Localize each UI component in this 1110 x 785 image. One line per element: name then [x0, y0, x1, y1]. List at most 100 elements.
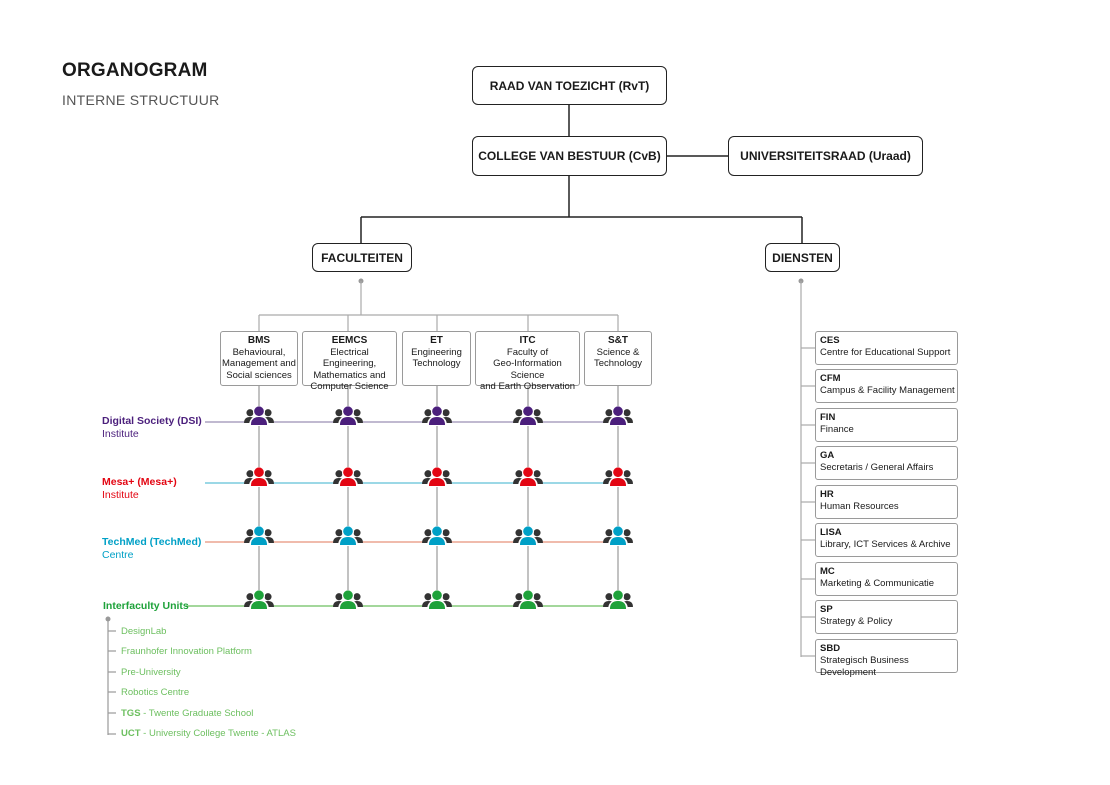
people-group-icon	[422, 406, 452, 426]
institute-name: Digital Society (DSI)	[102, 415, 202, 427]
people-group-icon	[603, 526, 633, 546]
service-code: GA	[820, 450, 835, 461]
cvb-label: COLLEGE VAN BESTUUR (CvB)	[478, 149, 661, 163]
page-title: ORGANOGRAM	[62, 60, 208, 81]
service-code: SBD	[820, 643, 841, 654]
cvb-box: COLLEGE VAN BESTUUR (CvB)	[472, 136, 667, 176]
people-group-icon	[244, 590, 274, 610]
faculty-line: Electrical Engineering,	[322, 346, 377, 370]
faculty-line: Management and	[222, 358, 296, 369]
people-group-icon	[333, 526, 363, 546]
service-ga: GA Secretaris / General Affairs	[815, 446, 958, 480]
faculty-line: Technology	[412, 358, 461, 369]
service-name: Strategy & Policy	[820, 616, 893, 627]
people-group-icon	[603, 590, 633, 610]
faculty-line: Social sciences	[226, 369, 292, 381]
service-name: Campus & Facility Management	[820, 385, 955, 396]
service-name: Marketing & Communicatie	[820, 578, 935, 589]
service-sp: SP Strategy & Policy	[815, 600, 958, 634]
ifu-item: UCT - University College Twente - ATLAS	[121, 728, 296, 739]
faculty-st: S&T Science & Technology	[584, 331, 652, 386]
institute-name: TechMed (TechMed)	[102, 536, 202, 548]
faculteiten-box: FACULTEITEN	[312, 243, 412, 272]
ifu-item: Fraunhofer Innovation Platform	[121, 646, 252, 657]
institute-name: Mesa+ (Mesa+)	[102, 476, 177, 488]
diensten-box: DIENSTEN	[765, 243, 840, 272]
people-group-icon	[333, 406, 363, 426]
faculty-line: Faculty of	[506, 346, 549, 358]
faculty-line: Engineering	[411, 346, 462, 358]
service-code: CES	[820, 335, 840, 346]
people-group-icon	[422, 467, 452, 487]
service-name: Strategisch Business Development	[820, 655, 909, 678]
faculty-line: Behavioural,	[232, 346, 286, 358]
faculty-bms: BMS Behavioural, Management and Social s…	[220, 331, 298, 386]
faculty-code: EEMCS	[331, 335, 368, 346]
service-name: Centre for Educational Support	[820, 347, 951, 358]
faculty-code: ITC	[519, 335, 536, 346]
service-code: SP	[820, 604, 833, 615]
service-name: Finance	[820, 424, 854, 435]
people-group-icon	[513, 467, 543, 487]
people-group-icon	[244, 467, 274, 487]
faculty-code: BMS	[247, 335, 271, 346]
service-mc: MC Marketing & Communicatie	[815, 562, 958, 596]
ifu-item: Pre-University	[121, 667, 181, 678]
people-group-icon	[244, 526, 274, 546]
faculty-line: Technology	[593, 358, 643, 369]
institute-techmed: TechMed (TechMed) Centre	[102, 536, 201, 562]
people-group-icon	[422, 526, 452, 546]
rvt-box: RAAD VAN TOEZICHT (RvT)	[472, 66, 667, 105]
people-group-icon	[333, 467, 363, 487]
diensten-label: DIENSTEN	[772, 250, 833, 265]
service-code: FIN	[820, 412, 836, 423]
faculty-line: Science &	[596, 346, 640, 358]
faculty-line: Geo-Information Science	[493, 358, 562, 381]
service-sbd: SBD Strategisch Business Development	[815, 639, 958, 678]
uraad-box: UNIVERSITEITSRAAD (Uraad)	[728, 136, 923, 176]
institute-mesa: Mesa+ (Mesa+) Institute	[102, 476, 177, 502]
ifu-item: DesignLab	[121, 626, 167, 637]
faculty-et: ET Engineering Technology	[402, 331, 471, 386]
faculty-line: and Earth Observation	[479, 381, 576, 392]
people-group-icon	[603, 406, 633, 426]
institute-dsi: Digital Society (DSI) Institute	[102, 415, 202, 441]
service-code: MC	[820, 566, 835, 577]
faculty-code: S&T	[608, 335, 628, 346]
institute-type: Institute	[102, 428, 139, 440]
page-subtitle: INTERNE STRUCTUUR	[62, 92, 220, 108]
faculty-eemcs: EEMCS Electrical Engineering, Mathematic…	[302, 331, 397, 392]
faculteiten-label: FACULTEITEN	[321, 250, 403, 265]
institute-type: Centre	[102, 549, 134, 561]
service-lisa: LISA Library, ICT Services & Archive	[815, 523, 958, 557]
people-group-icon	[513, 590, 543, 610]
service-code: CFM	[820, 373, 841, 384]
rvt-label: RAAD VAN TOEZICHT (RvT)	[489, 78, 650, 93]
service-ces: CES Centre for Educational Support	[815, 331, 958, 365]
faculty-itc: ITC Faculty of Geo-Information Science a…	[475, 331, 580, 392]
institute-name: Interfaculty Units	[103, 600, 189, 612]
interfaculty-units-label: Interfaculty Units	[103, 600, 189, 613]
faculty-line: Mathematics and	[313, 369, 386, 381]
faculty-line: Computer Science	[310, 381, 389, 392]
service-name: Human Resources	[820, 501, 899, 512]
people-group-icon	[513, 406, 543, 426]
service-name: Library, ICT Services & Archive	[820, 539, 951, 550]
faculty-code: ET	[430, 335, 443, 346]
people-group-icon	[244, 406, 274, 426]
service-cfm: CFM Campus & Facility Management	[815, 369, 958, 403]
people-group-icon	[513, 526, 543, 546]
people-group-icon	[422, 590, 452, 610]
service-code: LISA	[820, 527, 842, 538]
institute-type: Institute	[102, 489, 139, 501]
ifu-item: Robotics Centre	[121, 687, 190, 698]
uraad-label: UNIVERSITEITSRAAD (Uraad)	[740, 149, 911, 163]
people-group-icon	[333, 590, 363, 610]
people-group-icon	[603, 467, 633, 487]
ifu-item: TGS - Twente Graduate School	[121, 708, 254, 719]
service-hr: HR Human Resources	[815, 485, 958, 519]
service-fin: FIN Finance	[815, 408, 958, 442]
service-name: Secretaris / General Affairs	[820, 462, 934, 473]
service-code: HR	[820, 489, 834, 500]
